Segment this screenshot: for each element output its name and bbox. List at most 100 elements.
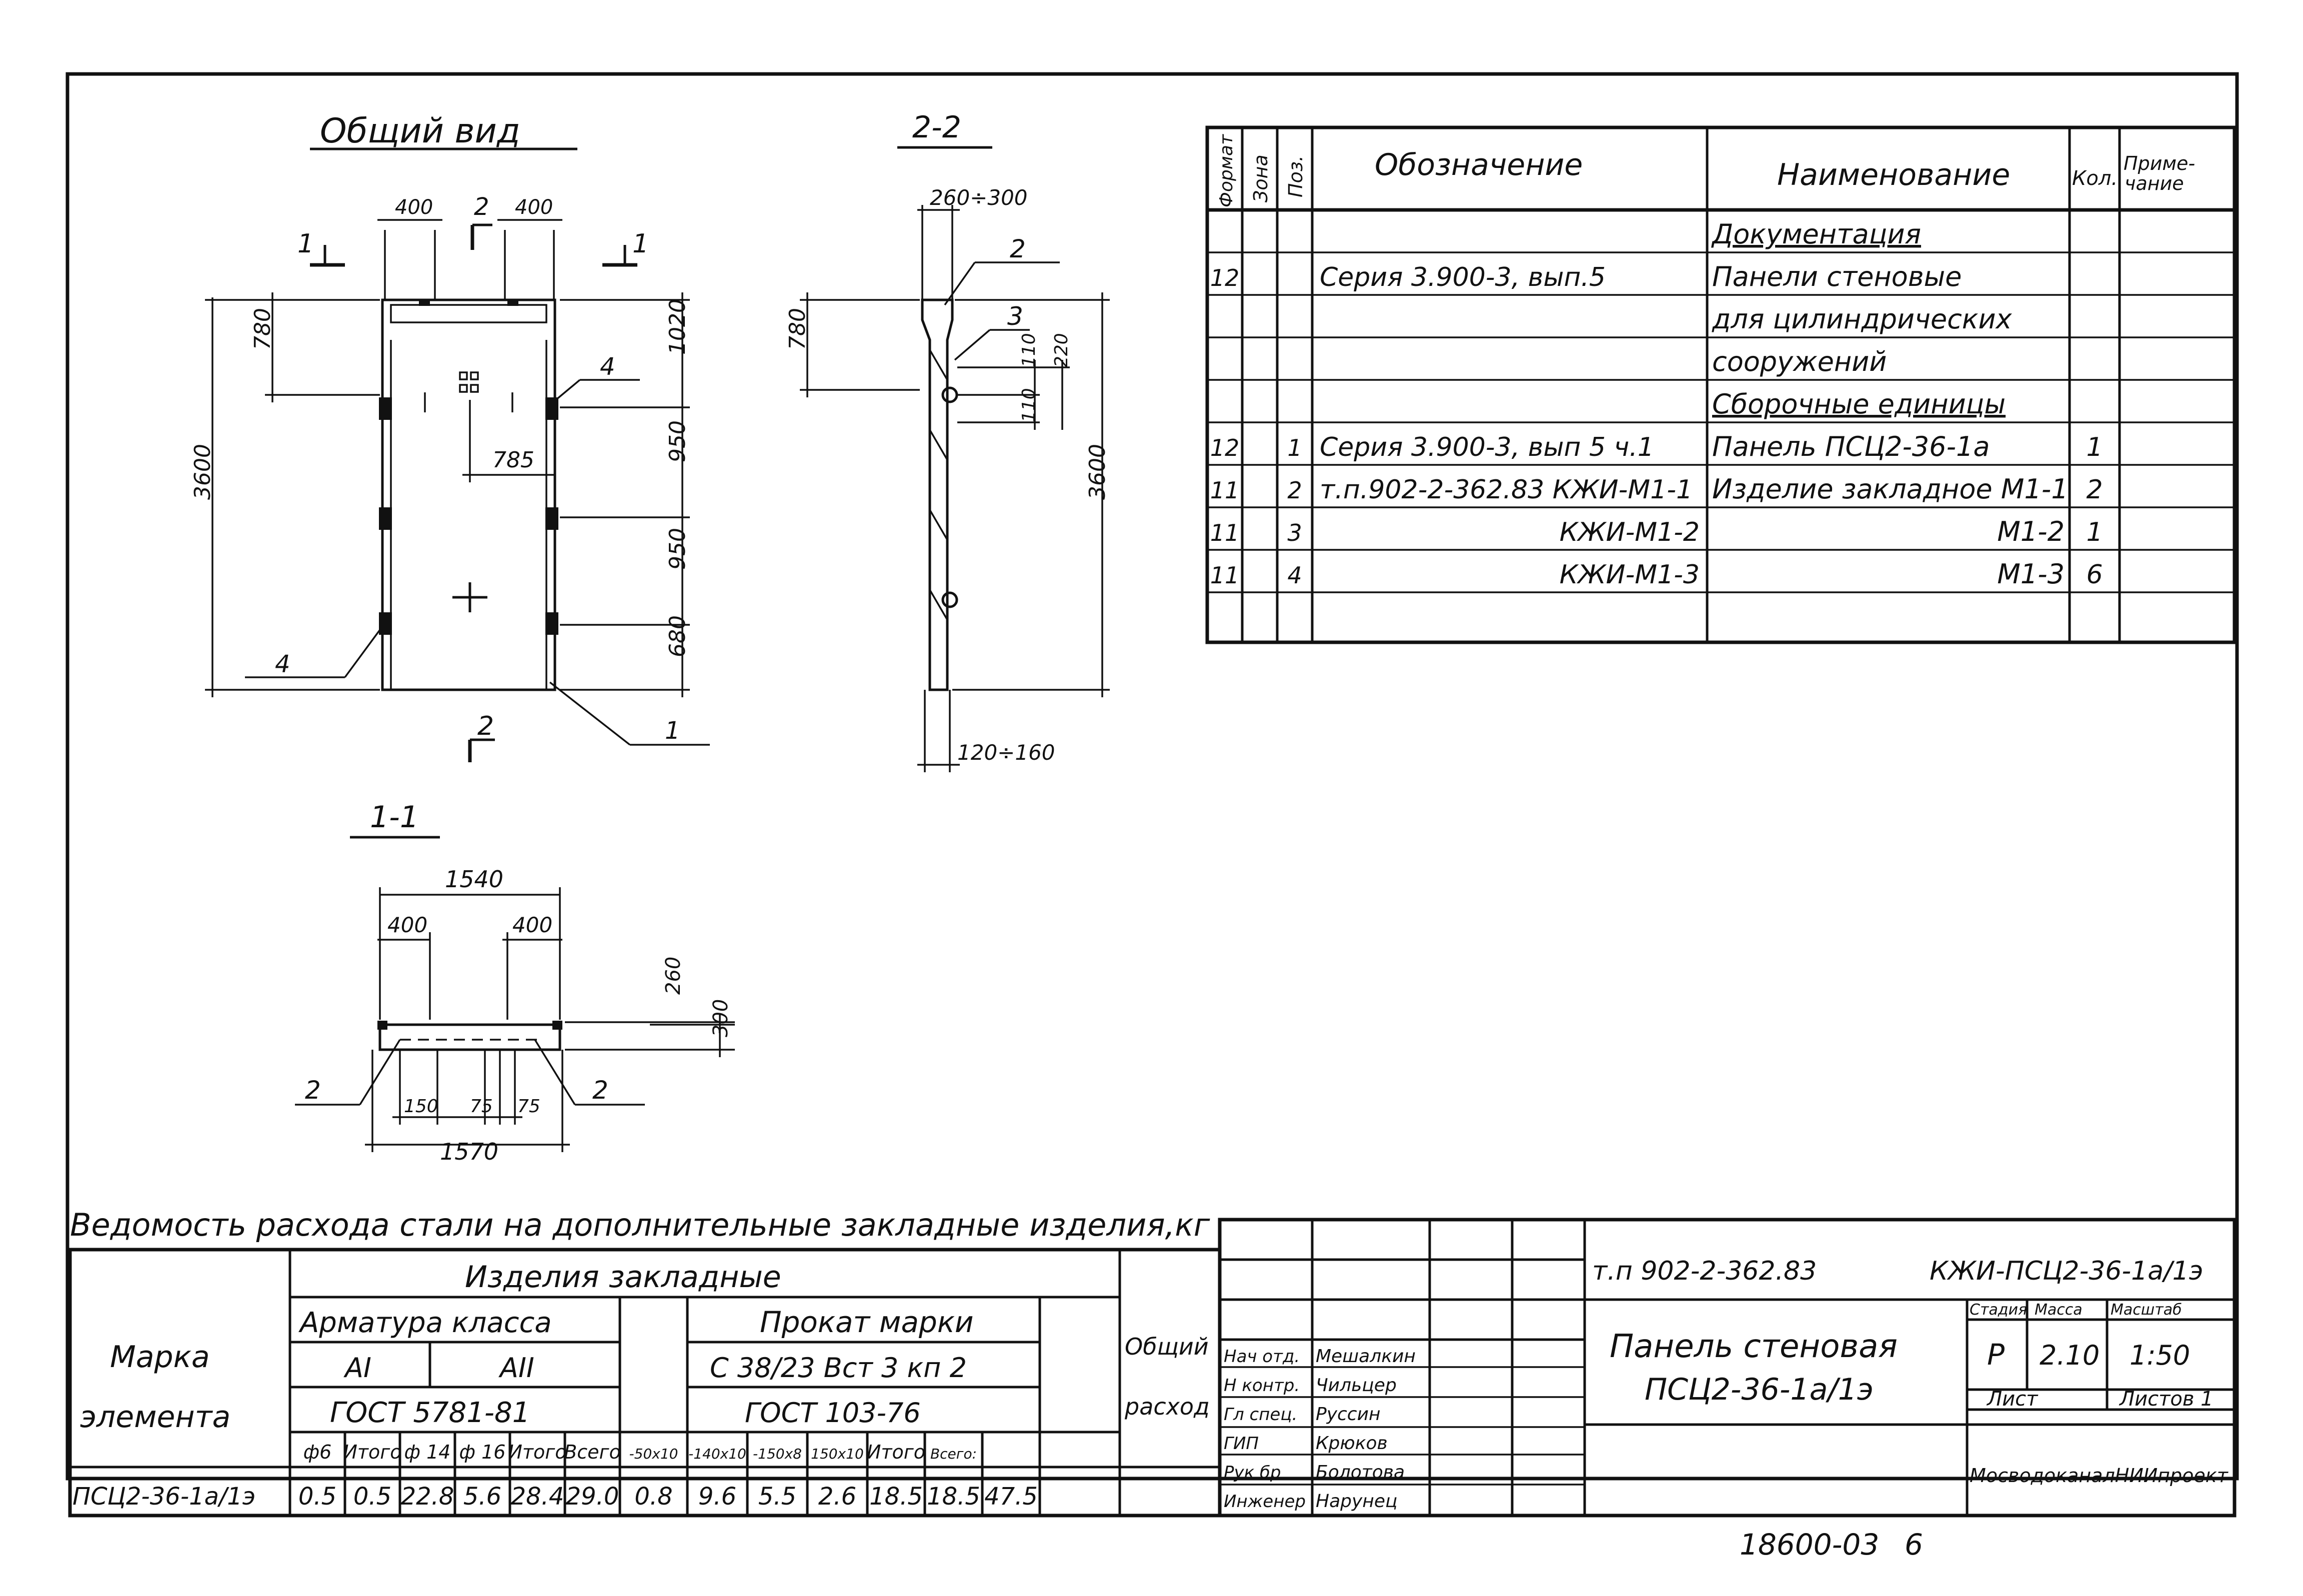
tb-stage-header: Стадия [1970, 1301, 2027, 1319]
steel-title: Ведомость расхода стали на дополнительны… [70, 1207, 1210, 1243]
spec-header-pos: Поз. [1285, 155, 1307, 197]
steel-subheader: Всего: [930, 1446, 977, 1462]
dim-label: 3600 [1085, 444, 1110, 500]
steel-subheader: -150х8 [753, 1446, 802, 1462]
tb-staff-role: Рук бр [1224, 1463, 1281, 1483]
dim-label: 120÷160 [957, 740, 1055, 765]
spec-cell-qty: 2 [2086, 475, 2103, 505]
steel-subheader: ф6 [303, 1441, 332, 1463]
tb-stage: Р [1987, 1338, 2005, 1372]
tb-staff-name: Мешалкин [1316, 1346, 1416, 1367]
steel-value: 0.5 [353, 1483, 391, 1511]
embedded-plate [379, 397, 392, 420]
steel-subheader: ф 14 [404, 1441, 451, 1463]
tb-name-line2: ПСЦ2-36-1а/1э [1645, 1372, 1874, 1407]
leader-label: 2 [305, 1076, 321, 1105]
spec-cell-qty: 6 [2086, 560, 2103, 590]
spec-cell-name: М1-3 [1997, 558, 2065, 590]
section-profile [921, 298, 954, 691]
leader-label: 2 [1010, 234, 1026, 263]
steel-subheader: Итого [508, 1441, 566, 1463]
spec-cell-name: Документация [1711, 218, 1921, 250]
steel-rolled-label: Прокат марки [760, 1305, 974, 1339]
embedded-plate [545, 397, 558, 420]
steel-value: 2.6 [818, 1483, 856, 1511]
section-2-2: 2-2 260÷300 780 110 220 110 3600 120÷ [785, 110, 1110, 772]
dim-label: 400 [515, 196, 553, 219]
panel-outline [381, 298, 556, 691]
general-view-title: Общий вид [320, 111, 520, 151]
dim-label: 1540 [445, 866, 503, 893]
dim-label: 300 [709, 999, 732, 1037]
tb-code-right: КЖИ-ПСЦ2-36-1а/1э [1930, 1256, 2203, 1286]
dim-label: 220 [1051, 333, 1072, 367]
steel-value: 18.5 [927, 1483, 980, 1511]
spec-cell-qty: 1 [2086, 432, 2103, 462]
dim-label: 110 [1019, 388, 1039, 422]
tb-staff-role: Нач отд. [1224, 1347, 1300, 1367]
steel-rebar-gost: ГОСТ 5781-81 [330, 1397, 530, 1429]
steel-rebar-label: Арматура класса [298, 1307, 552, 1339]
dim-label: 110 [1019, 333, 1039, 367]
cut-mark-label: 2 [474, 193, 489, 221]
steel-total-label: расход [1124, 1393, 1210, 1420]
steel-value: 47.5 [984, 1483, 1038, 1511]
spec-cell-designation: КЖИ-М1-2 [1560, 517, 1700, 547]
steel-value: 9.6 [698, 1483, 736, 1511]
spec-header-note: Приме- [2124, 152, 2195, 174]
tb-staff-name: Чильцер [1316, 1375, 1397, 1396]
tb-staff-name: Крюков [1316, 1433, 1388, 1454]
steel-subheader: ф 16 [459, 1441, 506, 1463]
tb-sheets-header: Листов 1 [2119, 1388, 2214, 1411]
dim-label: 1570 [440, 1138, 498, 1165]
leader-label: 1 [665, 717, 680, 745]
sheet-frame [65, 72, 2239, 1481]
spec-cell-name: Сборочные единицы [1712, 388, 2006, 420]
general-view: Общий вид 400 400 2 [190, 111, 710, 762]
section-22-title: 2-2 [912, 110, 961, 145]
spec-cell-format: 11 [1210, 519, 1240, 546]
cut-mark-label: 1 [297, 229, 314, 259]
spec-cell-name: Панель ПСЦ2-36-1а [1712, 431, 1990, 462]
steel-value: 18.5 [869, 1483, 923, 1511]
steel-mark-label: элемента [80, 1400, 230, 1435]
tb-staff-role: Н контр. [1224, 1376, 1300, 1396]
tb-staff-name: Руссин [1316, 1404, 1381, 1425]
steel-rolled-grade: С 38/23 Вст 3 кп 2 [710, 1352, 967, 1384]
tb-code-left: т.п 902-2-362.83 [1592, 1256, 1817, 1286]
dim-label: 75 [517, 1096, 540, 1117]
steel-subheader: Итого [343, 1441, 401, 1463]
spec-cell-name: сооружений [1712, 346, 1887, 377]
dim-label: 950 [665, 420, 690, 462]
spec-cell-designation: КЖИ-М1-3 [1560, 560, 1700, 590]
spec-cell-name: для цилиндрических [1712, 303, 2013, 335]
dim-label: 75 [470, 1096, 493, 1117]
steel-value: 5.6 [463, 1483, 501, 1511]
spec-cell-designation: т.п.902-2-362.83 КЖИ-М1-1 [1320, 475, 1693, 505]
section-profile [378, 1023, 561, 1051]
spec-cell-pos: 4 [1287, 562, 1302, 589]
steel-mark-label: Марка [110, 1340, 210, 1375]
steel-group: Изделия закладные [465, 1260, 781, 1295]
steel-statement: Ведомость расхода стали на дополнительны… [68, 1207, 1222, 1518]
tb-mass-header: Масса [2035, 1301, 2083, 1319]
spec-cell-format: 12 [1210, 264, 1240, 291]
dim-label: 150 [404, 1096, 438, 1117]
steel-subheader: -140х10 [688, 1446, 746, 1462]
tb-staff-name: Болотова [1316, 1462, 1405, 1483]
steel-rebar-aii: АII [498, 1352, 534, 1384]
spec-header-name: Наименование [1777, 157, 2010, 192]
spec-cell-format: 11 [1210, 562, 1240, 589]
tb-sheet-header: Лист [1986, 1388, 2039, 1411]
dim-label: 400 [395, 196, 433, 219]
steel-value: 0.5 [298, 1483, 336, 1511]
spec-cell-name: Изделие закладное М1-1 [1712, 473, 2069, 505]
dim-label: 785 [492, 447, 534, 473]
embedded-plate [379, 612, 392, 635]
steel-rolled-gost: ГОСТ 103-76 [745, 1397, 921, 1429]
dim-label: 680 [665, 615, 690, 657]
